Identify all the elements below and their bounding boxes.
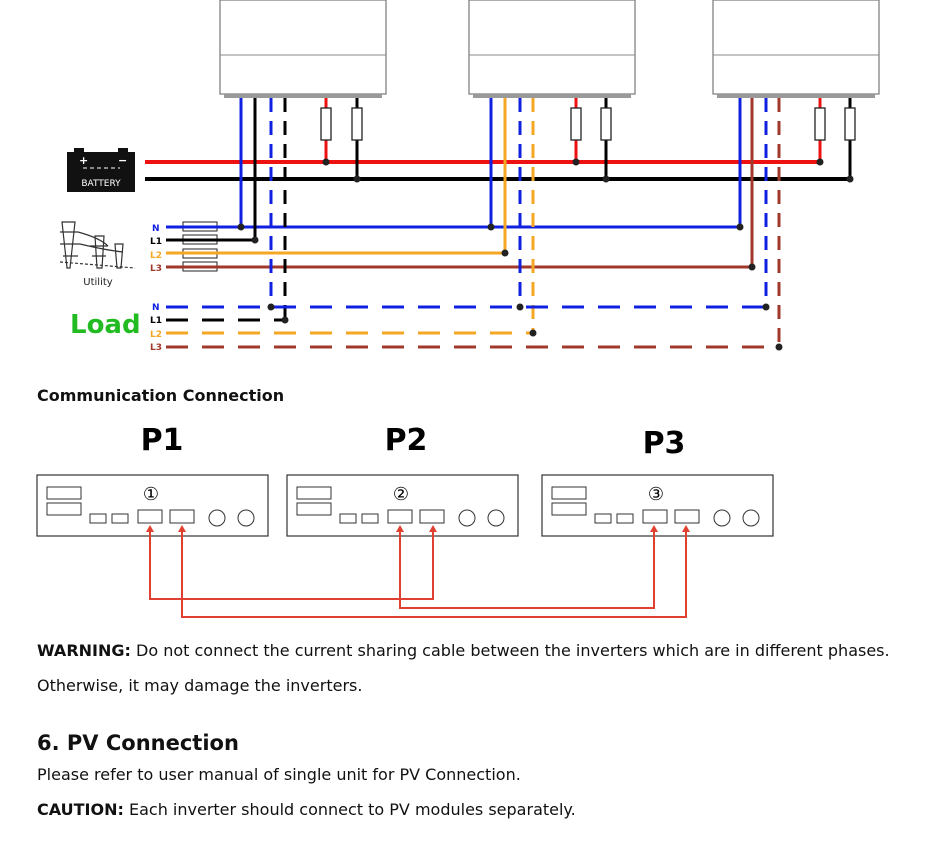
utility-breaker-icons <box>182 221 218 272</box>
utility-label: Utility <box>83 277 112 288</box>
utility-bus-lines <box>166 225 752 269</box>
pv-text: Please refer to user manual of single un… <box>37 765 521 784</box>
battery-drops <box>324 98 852 179</box>
inverter-bottom-2 <box>468 0 636 98</box>
unit-label-p2: P2 <box>385 423 428 458</box>
svg-text:−: − <box>118 154 127 167</box>
battery-icon: + − BATTERY <box>67 148 135 192</box>
load-line-l1: L1 <box>150 316 162 326</box>
utility-line-l1: L1 <box>150 237 162 247</box>
unit-number-p1: ① <box>143 484 159 505</box>
caution-label: CAUTION: <box>37 800 124 819</box>
warning-text-2: Otherwise, it may damage the inverters. <box>37 676 363 695</box>
ac-input-drops <box>239 98 754 267</box>
caution-line: CAUTION: Each inverter should connect to… <box>37 800 576 819</box>
inverter-bottom-3 <box>712 0 880 98</box>
caution-text: Each inverter should connect to PV modul… <box>123 800 576 819</box>
utility-line-l3: L3 <box>150 264 162 274</box>
communication-title: Communication Connection <box>37 386 285 405</box>
warning-line: WARNING: Do not connect the current shar… <box>37 641 890 660</box>
unit-label-p1: P1 <box>141 423 184 458</box>
utility-line-l2: L2 <box>150 251 162 261</box>
communication-cables <box>149 527 687 618</box>
inverter-bottom-1 <box>219 0 387 98</box>
load-bus-lines <box>166 305 779 349</box>
unit-number-p2: ② <box>393 484 409 505</box>
utility-line-n: N <box>152 224 160 234</box>
utility-tower-icon <box>59 221 136 269</box>
load-line-l2: L2 <box>150 330 162 340</box>
battery-label: BATTERY <box>81 179 121 189</box>
warning-text: Do not connect the current sharing cable… <box>130 641 890 660</box>
wiring-diagram: + − BATTERY Utility N L1 L <box>36 0 880 618</box>
load-label: Load <box>70 310 141 340</box>
load-line-l3: L3 <box>150 343 162 353</box>
pv-heading: 6. PV Connection <box>37 731 239 755</box>
svg-text:+: + <box>79 154 88 167</box>
unit-label-p3: P3 <box>643 426 686 461</box>
load-line-n: N <box>152 303 160 313</box>
unit-p1: P1 ① <box>36 423 269 537</box>
battery-fuse-icons <box>320 107 856 141</box>
utility-line-labels: N L1 L2 L3 <box>150 224 162 274</box>
unit-p3: P3 ③ <box>541 426 774 537</box>
load-line-labels: N L1 L2 L3 <box>150 303 162 353</box>
communication-arrowheads <box>146 525 690 532</box>
unit-p2: P2 ② <box>286 423 519 537</box>
ac-output-drops <box>269 98 781 347</box>
unit-number-p3: ③ <box>648 484 664 505</box>
warning-label: WARNING: <box>37 641 131 660</box>
